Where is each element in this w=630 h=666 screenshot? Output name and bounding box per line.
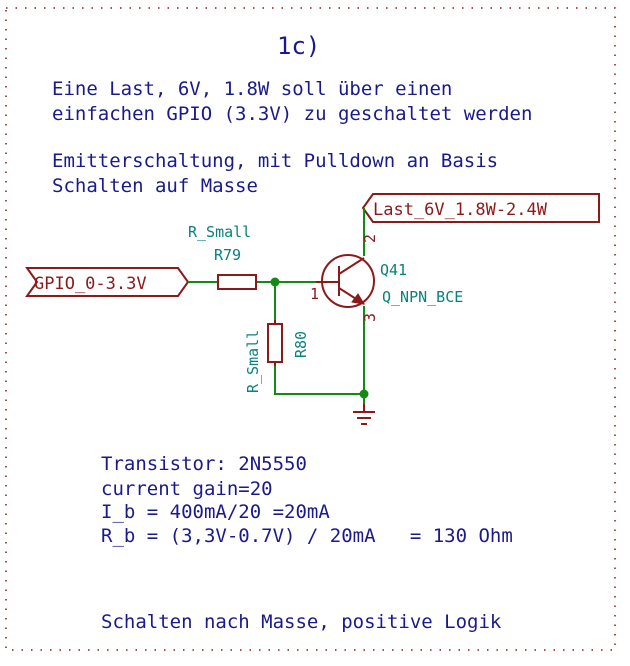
calc-line-3: I_b = 400mA/20 =20mA (101, 501, 330, 523)
input-label[interactable]: GPIO_0-3.3V (25, 267, 190, 297)
input-label-text: GPIO_0-3.3V (34, 274, 147, 294)
footer-note: Schalten nach Masse, positive Logik (101, 611, 502, 633)
r79-value: R_Small (188, 223, 251, 241)
load-label[interactable]: Last_6V_1.8W-2.4W (361, 193, 600, 223)
sheet-border (5, 7, 616, 651)
q41-ref: Q41 (380, 261, 407, 279)
q41-pin-emitter: 3 (361, 313, 379, 322)
wire-pulldown-bottom (274, 366, 364, 395)
calc-line-1: Transistor: 2N5550 (101, 453, 307, 475)
q41-pin-base: 1 (310, 285, 319, 303)
junction-dot (359, 389, 369, 399)
q41-value: Q_NPN_BCE (382, 288, 463, 306)
description-line-3: Emitterschaltung, mit Pulldown an Basis (52, 150, 498, 172)
calc-line-4: R_b = (3,3V-0.7V) / 20mA = 130 Ohm (101, 525, 513, 547)
r79-ref: R79 (214, 246, 241, 264)
description-line-1: Eine Last, 6V, 1.8W soll über einen (52, 78, 452, 100)
resistor-r80[interactable] (267, 320, 283, 366)
load-label-text: Last_6V_1.8W-2.4W (373, 200, 548, 220)
page-title: 1c) (277, 32, 320, 60)
r80-ref: R80 (292, 331, 310, 358)
junction-dot (270, 277, 280, 287)
description-line-4: Schalten auf Masse (52, 175, 258, 197)
r80-value: R_Small (244, 330, 262, 393)
resistor-r79[interactable] (217, 274, 257, 290)
transistor-q41[interactable] (316, 254, 375, 308)
ground-icon (353, 404, 375, 425)
calc-line-2: current gain=20 (101, 478, 273, 500)
description-line-2: einfachen GPIO (3.3V) zu geschaltet werd… (52, 103, 532, 125)
q41-pin-collector: 2 (361, 234, 379, 243)
